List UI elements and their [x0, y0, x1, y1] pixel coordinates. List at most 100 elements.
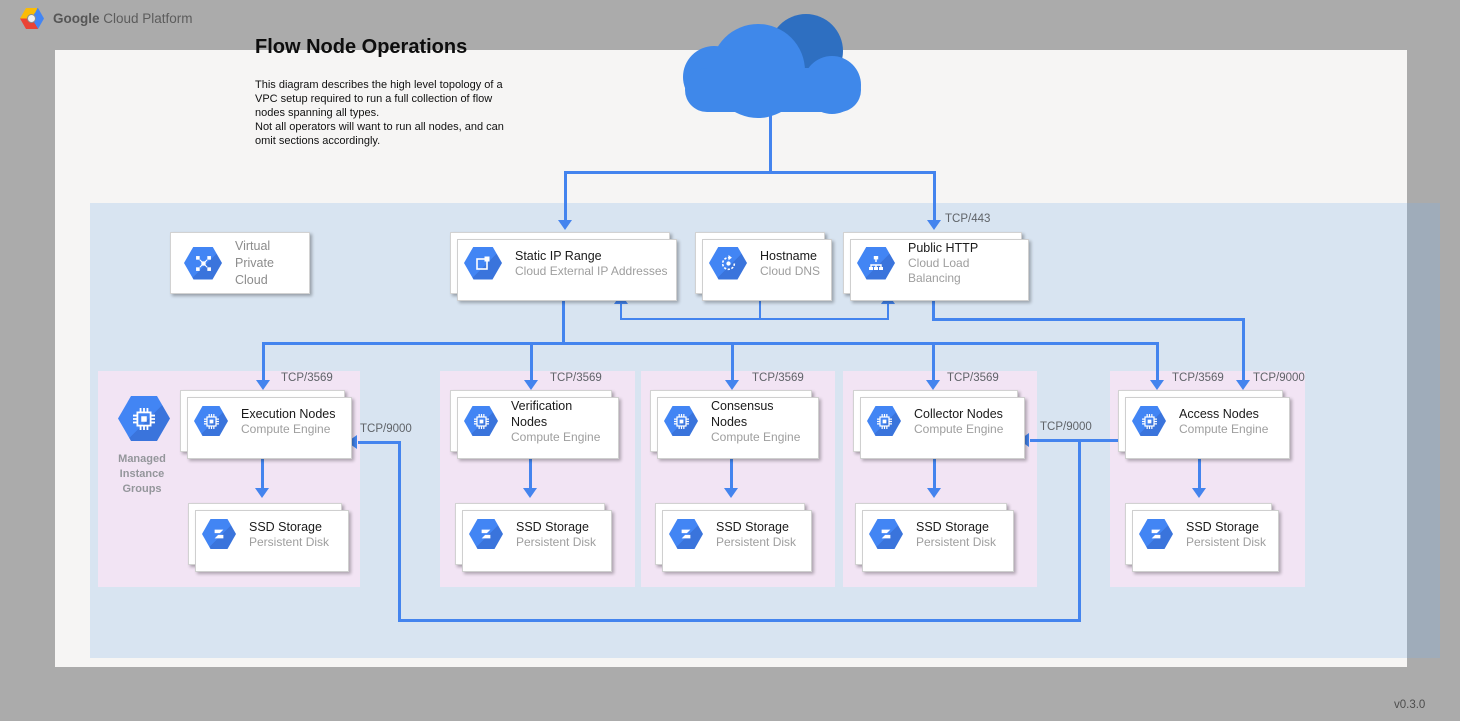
card-subtitle: Cloud Load Balancing	[908, 256, 970, 285]
vpc-card-label: Virtual Private Cloud	[235, 238, 274, 287]
edge-collector-to-ssd	[933, 453, 936, 488]
arrow-into-http	[927, 220, 941, 230]
description-text: This diagram describes the high level to…	[255, 79, 504, 147]
arrow-access-ssd	[1192, 488, 1206, 498]
card-subtitle: Compute Engine	[241, 421, 331, 436]
persistent-disk-icon	[469, 519, 503, 549]
internet-cloud-icon	[683, 14, 863, 118]
edge-cloud-to-http	[933, 171, 936, 220]
page-title: Flow Node Operations	[255, 36, 468, 58]
edge-dns-to-staticip	[620, 303, 622, 319]
card-title: Public HTTP	[908, 241, 979, 255]
port-label-consensus: TCP/3569	[752, 372, 804, 384]
edge-loop-right	[1078, 439, 1081, 622]
edge-cloud-to-staticip	[564, 171, 567, 220]
card-subtitle: Persistent Disk	[516, 534, 597, 549]
arrow-http-into-access	[1236, 380, 1250, 390]
arrow-into-execution	[256, 380, 270, 390]
persistent-disk-icon	[1139, 519, 1173, 549]
edge-http-down	[932, 293, 935, 320]
edge-consensus-to-ssd	[730, 453, 733, 488]
port-label-verification: TCP/3569	[550, 372, 602, 384]
edge-dns-bar	[620, 318, 889, 320]
edge-to-execution-9000	[358, 441, 398, 444]
card-title: Hostname	[760, 248, 817, 263]
compute-engine-icon	[867, 406, 901, 436]
brand-cloud-platform: Cloud Platform	[103, 11, 193, 26]
arrow-verification-ssd	[523, 488, 537, 498]
edge-dns-to-http	[887, 303, 889, 319]
port-label-execution-9000: TCP/9000	[360, 423, 412, 435]
card-static-ip-range: Static IP Range Cloud External IP Addres…	[450, 232, 677, 301]
card-subtitle: Compute Engine	[1179, 421, 1269, 436]
edge-bus-to-access	[1156, 342, 1159, 380]
compute-engine-icon	[664, 406, 698, 436]
card-title: SSD Storage	[716, 519, 789, 534]
edge-loop-left	[398, 441, 401, 621]
gcp-logo-icon	[20, 8, 44, 29]
edge-bus-to-verification	[530, 342, 533, 380]
port-label-collector: TCP/3569	[947, 372, 999, 384]
edge-bus-to-execution	[262, 342, 265, 380]
compute-engine-icon	[1132, 406, 1166, 436]
managed-instance-groups-label: Managed Instance Groups	[118, 453, 166, 495]
card-title: Access Nodes	[1179, 406, 1259, 421]
port-label-access-9000: TCP/9000	[1253, 372, 1305, 384]
persistent-disk-icon	[869, 519, 903, 549]
arrow-into-staticip	[558, 220, 572, 230]
card-subtitle: Cloud DNS	[760, 263, 821, 278]
card-subtitle: Persistent Disk	[716, 534, 797, 549]
edge-verification-to-ssd	[529, 453, 532, 488]
card-title: Collector Nodes	[914, 406, 1003, 421]
card-subtitle: Persistent Disk	[916, 534, 997, 549]
load-balancing-icon	[857, 246, 895, 280]
card-title: Execution Nodes	[241, 406, 336, 421]
cloud-dns-icon	[709, 246, 747, 280]
edge-execution-to-ssd	[261, 453, 264, 488]
card-subtitle: Cloud External IP Addresses	[515, 263, 668, 278]
compute-engine-icon	[464, 406, 498, 436]
card-title: SSD Storage	[249, 519, 322, 534]
card-title: SSD Storage	[1186, 519, 1259, 534]
edge-loop-bottom	[398, 619, 1081, 622]
port-label-access: TCP/3569	[1172, 372, 1224, 384]
compute-engine-icon	[194, 406, 228, 436]
external-ip-icon	[464, 246, 502, 280]
card-title: Consensus Nodes	[711, 398, 774, 429]
card-subtitle: Compute Engine	[511, 429, 601, 444]
edge-distribution-bus	[262, 342, 1159, 345]
vpc-icon	[184, 246, 222, 280]
brand-google: Google	[53, 11, 100, 26]
card-execution-ssd: SSD Storage Persistent Disk	[188, 503, 349, 572]
card-collector-ssd: SSD Storage Persistent Disk	[855, 503, 1014, 572]
port-label-tcp443: TCP/443	[945, 213, 991, 225]
card-title: SSD Storage	[916, 519, 989, 534]
card-hostname: Hostname Cloud DNS	[695, 232, 832, 301]
card-verification-nodes: Verification Nodes Compute Engine	[450, 390, 619, 459]
edge-access-to-ssd	[1198, 453, 1201, 488]
card-access-ssd: SSD Storage Persistent Disk	[1125, 503, 1279, 572]
arrow-consensus-ssd	[724, 488, 738, 498]
card-title: Verification Nodes	[511, 398, 573, 429]
edge-bus-to-collector	[932, 342, 935, 380]
card-virtual-private-cloud: Virtual Private Cloud	[170, 232, 310, 294]
card-title: SSD Storage	[516, 519, 589, 534]
card-execution-nodes: Execution Nodes Compute Engine	[180, 390, 352, 459]
edge-http-to-access	[1242, 318, 1245, 380]
persistent-disk-icon	[202, 519, 236, 549]
gcp-brand: Google Cloud Platform	[53, 11, 193, 26]
card-consensus-ssd: SSD Storage Persistent Disk	[655, 503, 812, 572]
arrow-into-execution-9000	[347, 435, 357, 449]
edge-cloud-stem	[769, 104, 772, 172]
arrow-into-access	[1150, 380, 1164, 390]
edge-access-left	[1078, 439, 1118, 442]
edge-bus-to-consensus	[731, 342, 734, 380]
edge-http-right	[932, 318, 1244, 321]
gcp-header: Google Cloud Platform	[20, 8, 193, 29]
edge-to-collector-9000	[1030, 439, 1078, 442]
arrow-into-collector	[926, 380, 940, 390]
edge-dns-stem	[759, 293, 761, 320]
card-subtitle: Compute Engine	[711, 429, 801, 444]
edge-staticip-stem	[562, 293, 565, 345]
